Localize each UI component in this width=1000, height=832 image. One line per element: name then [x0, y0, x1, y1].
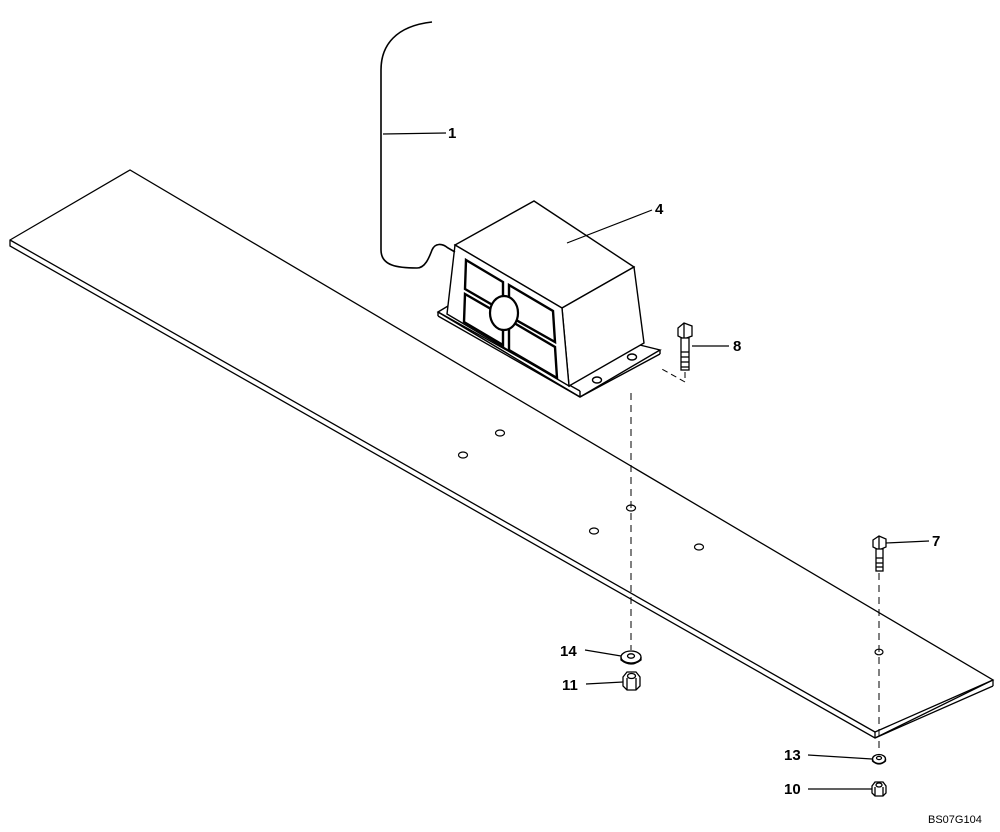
callout-13: 13 — [784, 747, 801, 764]
plate-hole — [494, 429, 506, 437]
alarm-box — [436, 200, 662, 398]
nut-11 — [622, 671, 641, 691]
nut-10 — [871, 781, 887, 797]
washer-14 — [620, 650, 642, 665]
speaker-center — [488, 294, 520, 332]
callout-4: 4 — [655, 201, 664, 218]
plate-hole — [457, 451, 469, 459]
callout-14: 14 — [560, 643, 577, 660]
plate-hole — [693, 543, 705, 551]
grille-panel — [507, 317, 559, 381]
bolt-8 — [677, 322, 693, 371]
leader-11 — [585, 681, 624, 685]
callout-10: 10 — [784, 781, 801, 798]
leader-7 — [885, 540, 930, 544]
callout-11: 11 — [562, 677, 578, 694]
callout-1: 1 — [448, 125, 456, 142]
leader-4 — [566, 209, 653, 244]
leader-13 — [807, 754, 873, 760]
leader-lines — [382, 132, 930, 790]
plate-hole — [588, 527, 600, 535]
washer-13 — [871, 753, 887, 765]
flange-hole — [591, 376, 603, 384]
wire-harness — [380, 21, 456, 269]
leader-14 — [584, 649, 622, 657]
mounting-plate — [9, 169, 995, 739]
leader-1 — [382, 132, 447, 135]
flange-hole — [626, 353, 638, 361]
figure-code: BS07G104 — [928, 814, 982, 826]
assembly-path-bolt-8 — [659, 367, 686, 383]
callout-7: 7 — [932, 533, 940, 550]
bolt-7 — [872, 535, 887, 572]
callout-8: 8 — [733, 338, 741, 355]
